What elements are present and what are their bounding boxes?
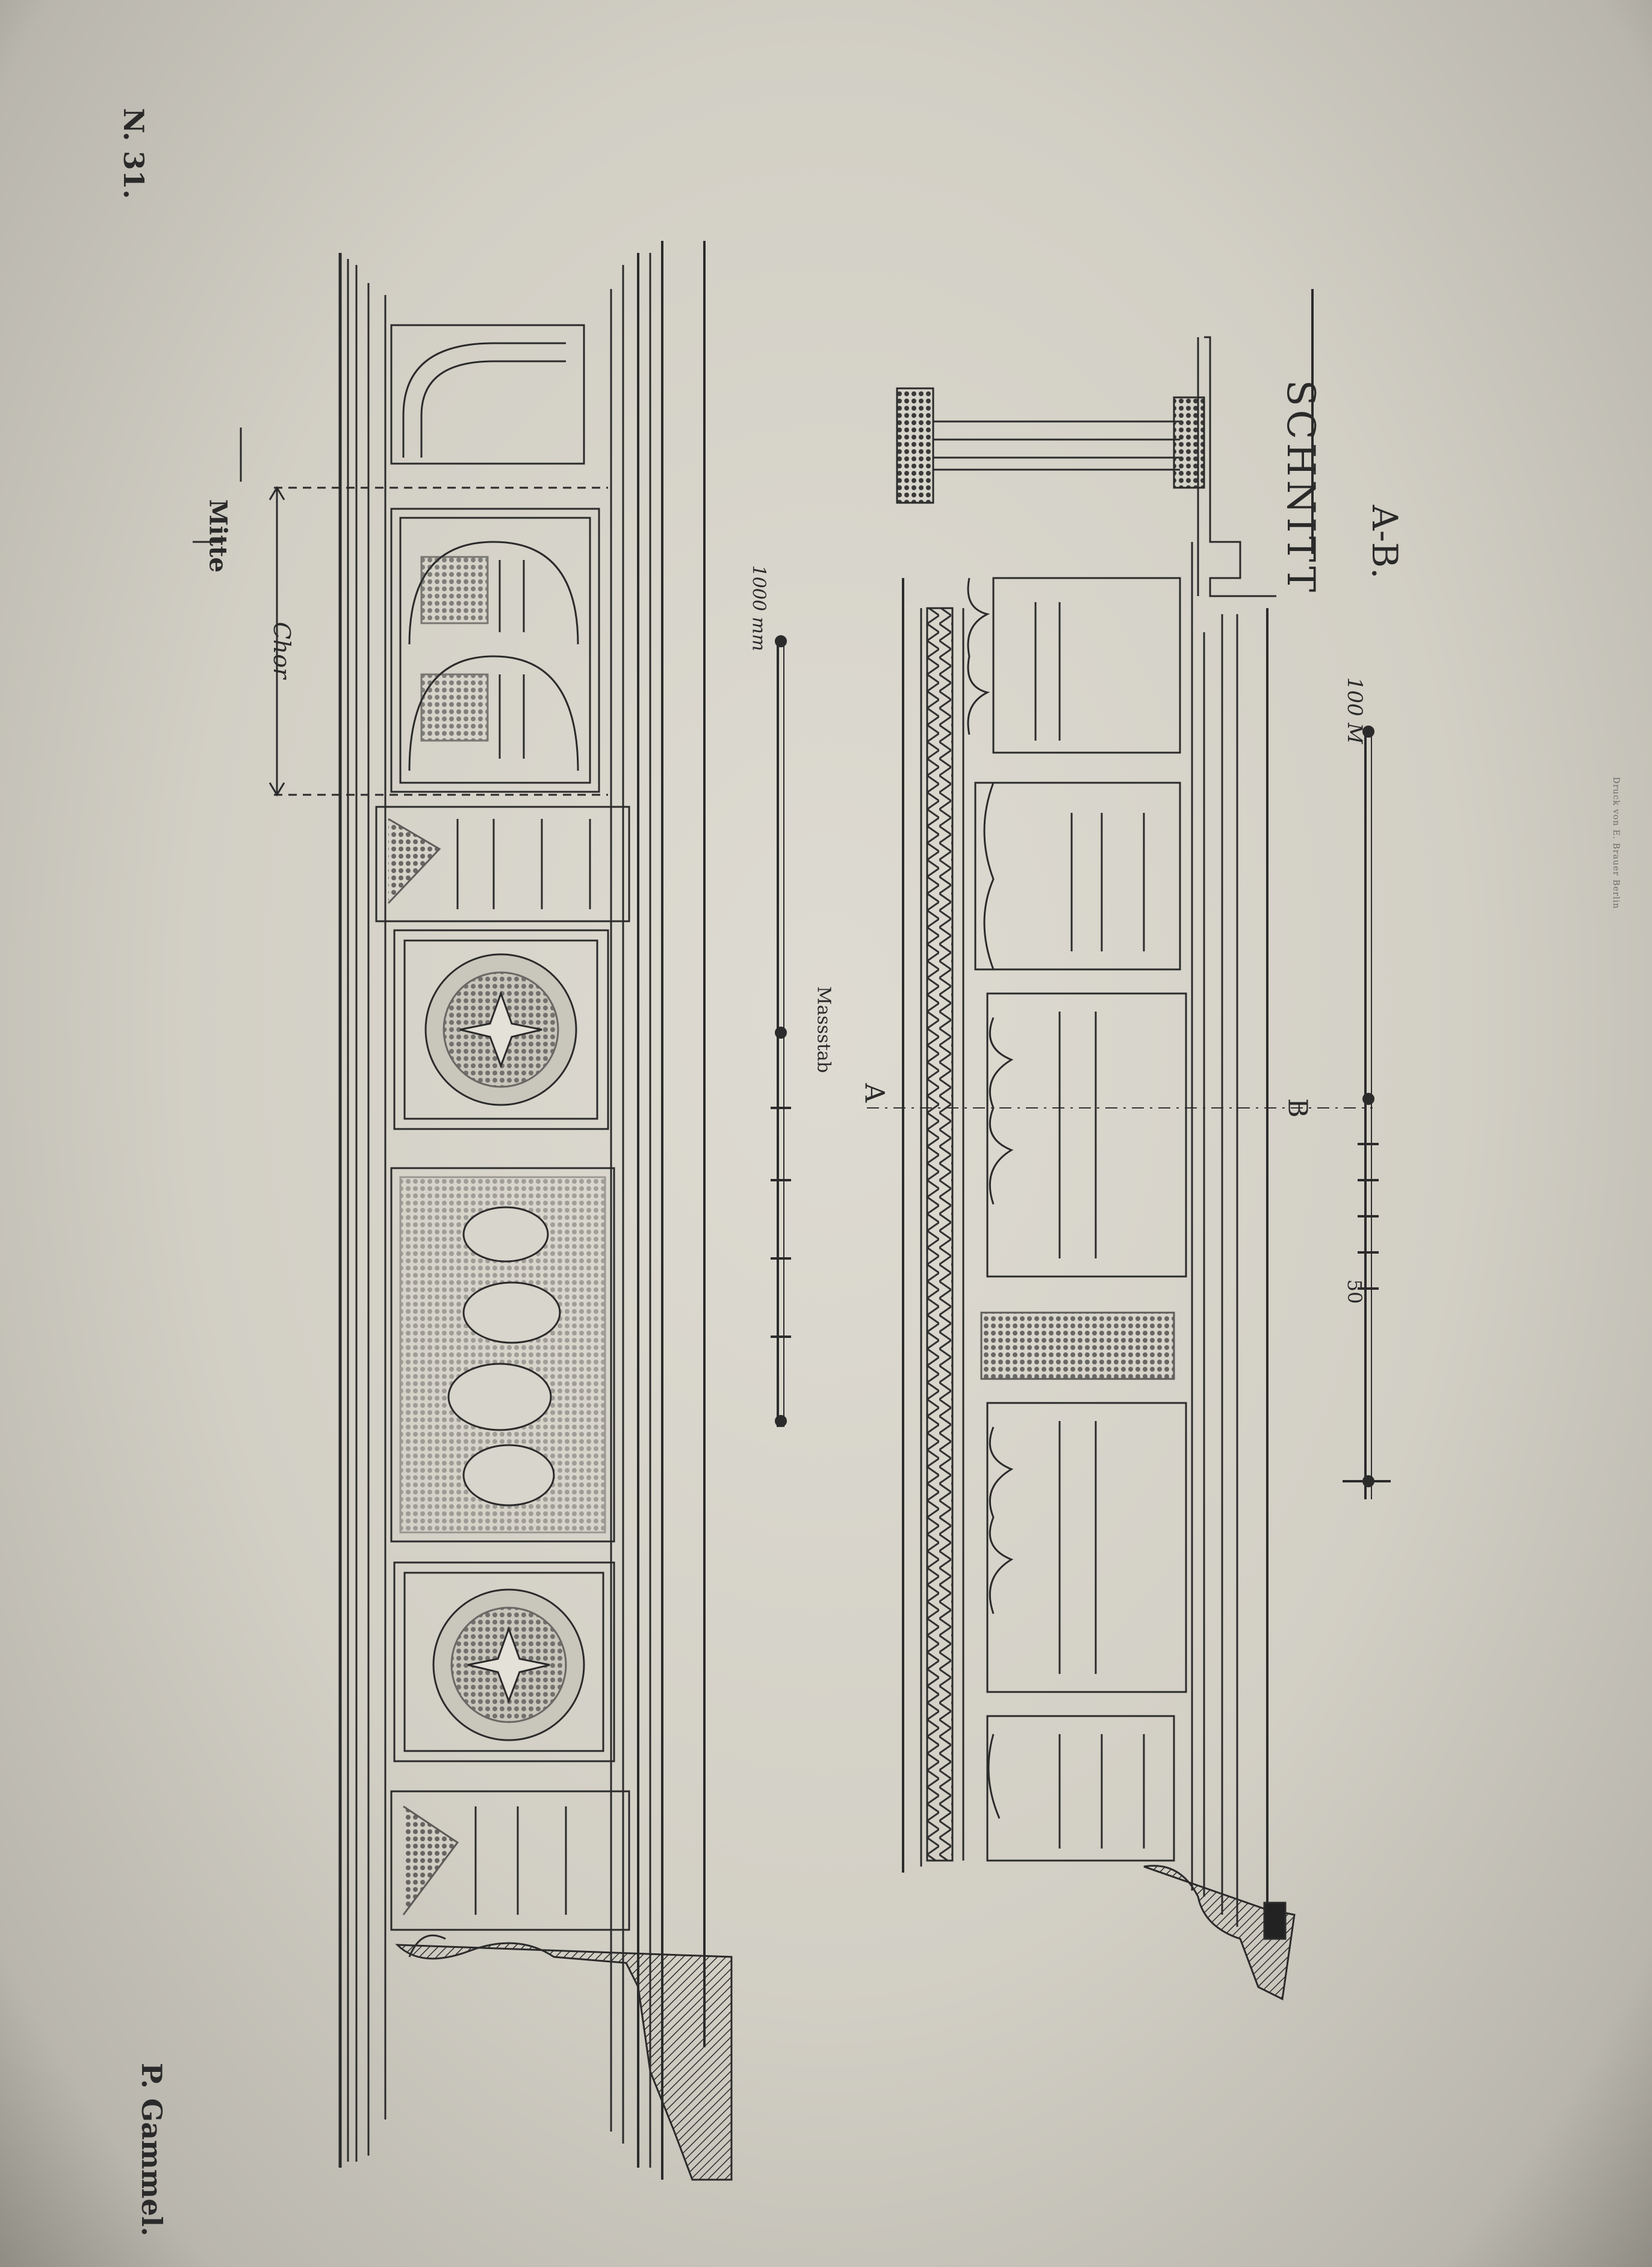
scale-1-top-label: 1000 mm xyxy=(748,565,769,651)
scale-1-title-label: Massstab xyxy=(813,986,834,1073)
chor-label: Chor xyxy=(269,621,295,679)
scale-bar-1 xyxy=(771,635,791,1427)
mitte-chor-dimension xyxy=(193,428,608,797)
publisher-imprint: Druck von E. Brauer Berlin xyxy=(1611,777,1621,909)
section-title: SCHNITT xyxy=(1278,379,1323,596)
scale-bar-2 xyxy=(1311,289,1391,1499)
elevation-panel-twin-arches xyxy=(390,508,600,793)
section-marker-a: A xyxy=(859,1083,890,1102)
section-arcade xyxy=(967,577,1187,1862)
elevation-panel-trefoil-2 xyxy=(390,1790,630,1931)
elevation-relief-panel xyxy=(390,1167,615,1543)
section-marker-b: B xyxy=(1282,1098,1313,1118)
mitte-label: Mitte xyxy=(203,499,232,573)
section-ab-label: A-B. xyxy=(1364,505,1405,579)
section-elevation-frame xyxy=(902,542,1268,1927)
elevation-rosette-panel-2 xyxy=(393,1561,615,1762)
elevation-rosette-panel-1 xyxy=(393,929,609,1130)
section-base xyxy=(1143,1865,1296,2001)
plate-number: N. 31. xyxy=(117,108,150,199)
elevation-panel-arch xyxy=(390,324,585,465)
section-column-detail xyxy=(896,336,1276,597)
elevation-base xyxy=(395,1934,733,2181)
scale-2-top-label: 100 M xyxy=(1343,677,1367,744)
scale-2-mid-label: 50 xyxy=(1343,1279,1366,1304)
elevation-panel-trefoil xyxy=(375,806,630,922)
elevation-frame xyxy=(338,241,706,2180)
author-credit: P. Gammel. xyxy=(135,2062,168,2237)
